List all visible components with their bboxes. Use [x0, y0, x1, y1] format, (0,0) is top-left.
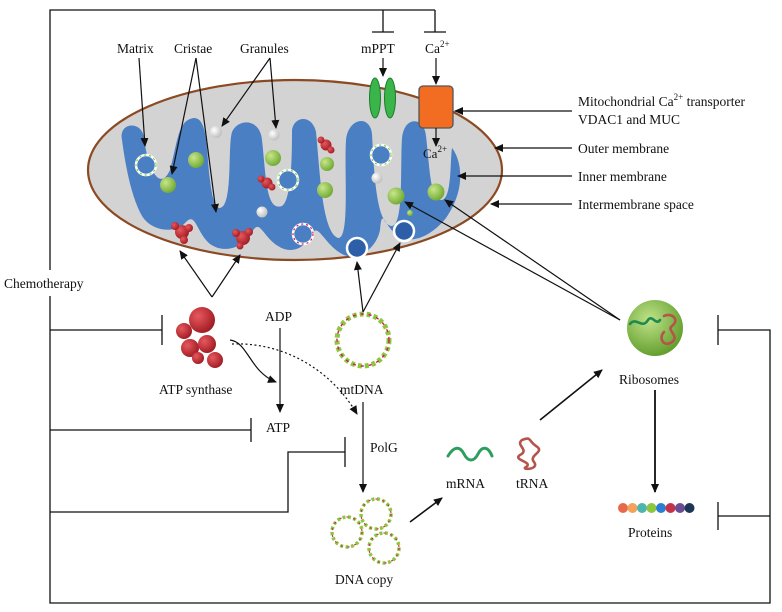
ribosome-to-granule-arrow-2 [444, 199, 621, 321]
rna-to-ribosome-arrow [539, 369, 603, 421]
protein-bead [656, 503, 666, 513]
mtdna-rings-inner [134, 143, 416, 260]
chemotherapy-frame [49, 9, 771, 604]
trna-icon [516, 437, 541, 471]
mitochondrion [86, 77, 504, 262]
inner-membrane-label: Inner membrane [578, 169, 667, 184]
chemotherapy-label: Chemotherapy [4, 276, 84, 291]
protein-bead [618, 503, 628, 513]
proteins-label: Proteins [628, 525, 672, 540]
dna-copy-label: DNA copy [335, 572, 393, 587]
dna-copy-icon [330, 497, 401, 565]
intermembrane-space-label: Intermembrane space [578, 197, 694, 212]
circular-dna-icon [334, 311, 392, 369]
ribosome-icon [627, 300, 683, 356]
ca-transporter [418, 85, 454, 129]
protein-bead [684, 503, 695, 513]
synthase-to-atp-arrow [229, 339, 277, 383]
atp-synthase-clusters-inner [171, 136, 335, 250]
matrix-label: Matrix [117, 41, 154, 56]
mtdna-label: mtDNA [340, 382, 384, 397]
transporter-label-line2: VDAC1 and MUC [578, 112, 680, 127]
trna-label: tRNA [516, 476, 549, 491]
ca-top-label: Ca2+ [425, 39, 450, 56]
mtdna-to-matrix-arrow-2 [362, 242, 401, 313]
atp-synthase-icon [176, 307, 223, 368]
ca-inner-label: Ca2+ [423, 144, 447, 161]
atp-label: ATP [266, 420, 290, 435]
adp-label: ADP [265, 309, 292, 324]
copy-to-mrna-arrow [409, 497, 443, 523]
ribosome-to-granule-arrow-1 [404, 201, 621, 321]
mppt-label: mPPT [361, 41, 396, 56]
mtdna-to-matrix-arrow-1 [353, 261, 364, 313]
protein-bead [675, 503, 685, 513]
mppt-channel [369, 77, 396, 119]
atp-synthase-label: ATP synthase [159, 382, 232, 397]
protein-bead-chain-icon [618, 503, 695, 513]
protein-bead [646, 503, 657, 513]
ribosomes-label: Ribosomes [619, 372, 679, 387]
label-arrows [138, 57, 572, 213]
granules-label: Granules [240, 41, 289, 56]
synthase-to-mtdna-dotted-arrow [231, 343, 358, 415]
outer-membrane-label: Outer membrane [578, 141, 669, 156]
granules [160, 126, 445, 218]
protein-bead [627, 503, 638, 513]
mrna-label: mRNA [446, 476, 485, 491]
protein-bead [665, 503, 676, 513]
atp-to-cristae-arrow-2 [211, 254, 241, 298]
atp-to-cristae-arrow-1 [179, 250, 213, 298]
transporter-label: Mitochondrial Ca2+ transporter [578, 92, 746, 109]
polg-label: PolG [370, 440, 398, 455]
cristae-label: Cristae [174, 41, 212, 56]
mrna-strand-icon [446, 446, 494, 462]
protein-bead [637, 503, 647, 513]
